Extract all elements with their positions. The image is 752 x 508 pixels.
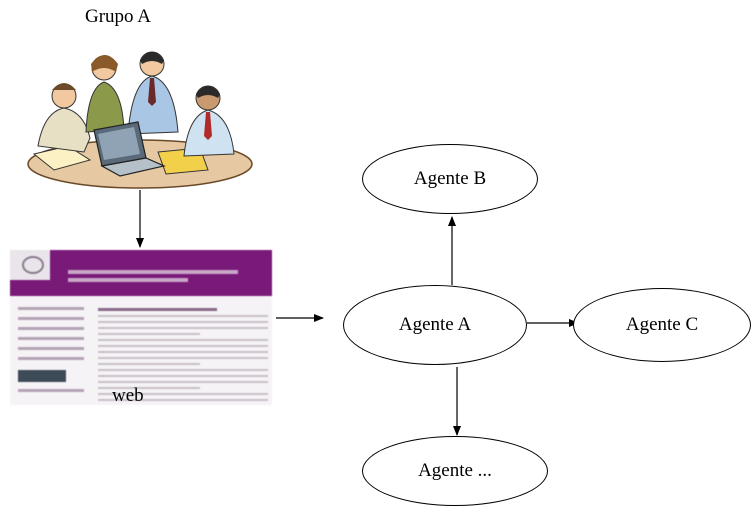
- agent-c-node: Agente C: [573, 288, 751, 362]
- agent-c-label: Agente C: [625, 314, 699, 335]
- agent-b-label: Agente B: [413, 168, 487, 189]
- group-a-label: Grupo A: [85, 6, 151, 27]
- agent-more-node: Agente ...: [362, 436, 548, 506]
- agent-a-label: Agente A: [398, 314, 472, 335]
- web-page-thumbnail: [10, 250, 272, 405]
- agent-a-node: Agente A: [343, 285, 527, 365]
- agent-b-node: Agente B: [362, 144, 538, 214]
- people-group-illustration: [27, 51, 253, 189]
- agent-more-label: Agente ...: [418, 460, 492, 481]
- web-label: web: [112, 385, 144, 406]
